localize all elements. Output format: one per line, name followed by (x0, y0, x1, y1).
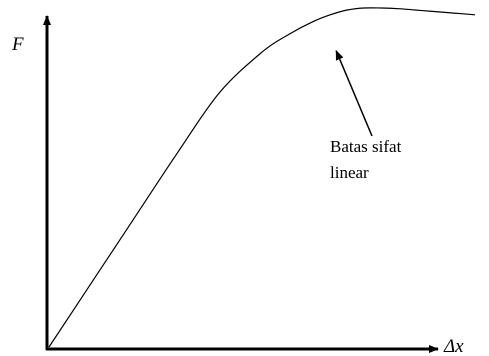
x-axis-label: Δx (443, 336, 464, 356)
annotation-arrow (335, 49, 373, 137)
force-curve (48, 7, 476, 348)
y-axis-label: F (11, 34, 24, 55)
annotation-text-line1: Batas sifat (330, 137, 402, 156)
annotation-text-line2: linear (330, 163, 369, 182)
